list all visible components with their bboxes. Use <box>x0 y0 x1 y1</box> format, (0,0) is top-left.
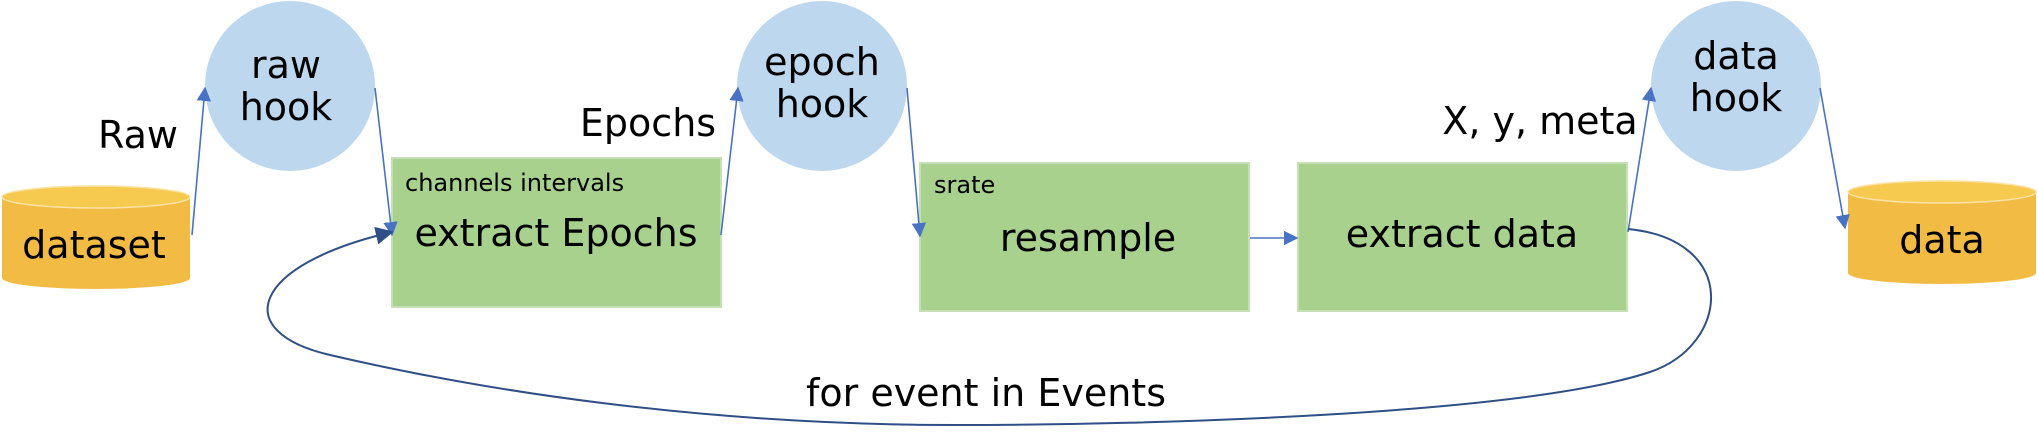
raw-label: Raw <box>98 113 178 157</box>
arrow-extract-epochs-to-epoch-hook <box>720 86 744 236</box>
data-cylinder: data <box>1847 180 2037 284</box>
dataset-cylinder-top <box>1 185 191 209</box>
resample-param: srate <box>934 171 995 199</box>
epoch-hook-line1: epoch <box>764 40 880 84</box>
extract-data-node: extract data <box>1297 162 1628 312</box>
data-hook-node: data hook <box>1651 1 1821 171</box>
extract-epochs-node: channels intervals extract Epochs <box>391 157 722 308</box>
extract-epochs-title: extract Epochs <box>414 211 697 255</box>
data-hook-line2: hook <box>1690 76 1783 120</box>
arrow-extract-data-to-data-hook <box>1627 86 1657 233</box>
raw-hook-circle <box>205 1 375 171</box>
arrow-raw-hook-to-extract-epochs <box>374 87 398 237</box>
dataset-label: dataset <box>22 223 166 267</box>
data-hook-line1: data <box>1693 34 1779 78</box>
data-hook-circle <box>1651 1 1821 171</box>
data-cylinder-top <box>1847 180 2037 204</box>
data-output-label: data <box>1899 218 1985 262</box>
resample-node: srate resample <box>919 162 1250 312</box>
xy-meta-label: X, y, meta <box>1442 99 1637 143</box>
extract-epochs-param: channels intervals <box>405 169 624 197</box>
raw-hook-node: raw hook <box>205 1 375 171</box>
loop-curve <box>266 226 1712 427</box>
raw-hook-line2: hook <box>240 85 333 129</box>
epoch-hook-line2: hook <box>776 82 869 126</box>
dataset-cylinder-body <box>2 197 190 289</box>
epoch-hook-node: epoch hook <box>737 1 907 171</box>
dataset-cylinder: dataset <box>1 185 191 289</box>
extract-data-title: extract data <box>1346 212 1578 256</box>
epoch-hook-circle <box>737 1 907 171</box>
raw-hook-line1: raw <box>251 43 321 87</box>
arrow-epoch-hook-to-resample <box>906 87 927 238</box>
epochs-label: Epochs <box>580 101 716 145</box>
loop-label: for event in Events <box>806 371 1166 415</box>
data-cylinder-body <box>1848 192 2036 284</box>
extract-epochs-box <box>391 157 722 308</box>
extract-data-box <box>1297 162 1628 312</box>
arrow-data-hook-to-data <box>1819 87 1850 230</box>
arrow-dataset-to-raw-hook <box>191 86 212 236</box>
resample-title: resample <box>1000 216 1176 260</box>
